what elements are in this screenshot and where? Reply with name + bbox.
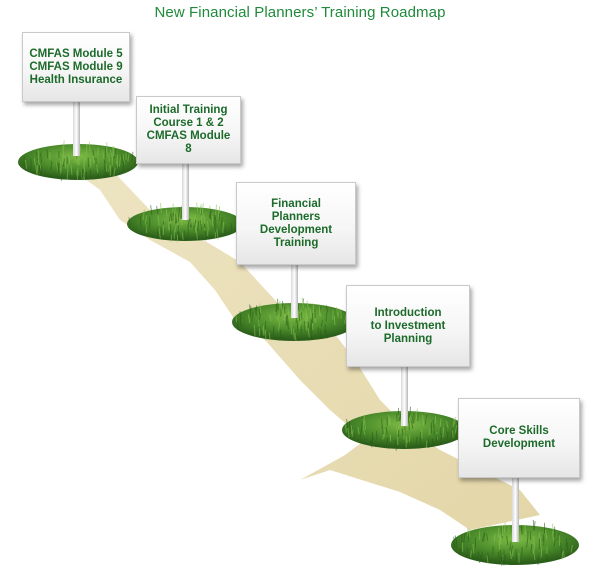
roadmap-title: New Financial Planners’ Training Roadmap xyxy=(154,4,446,21)
sign-1-label: CMFAS Module 5 CMFAS Module 9 Health Ins… xyxy=(29,47,123,86)
sign-5: Core Skills Development xyxy=(458,398,580,478)
sign-4: Introduction to Investment Planning xyxy=(346,285,470,367)
sign-3: Financial Planners Development Training xyxy=(236,182,356,265)
sign-1: CMFAS Module 5 CMFAS Module 9 Health Ins… xyxy=(22,32,130,102)
sign-2: Initial Training Course 1 & 2 CMFAS Modu… xyxy=(136,96,241,164)
post-4 xyxy=(401,364,408,426)
sign-2-label: Initial Training Course 1 & 2 CMFAS Modu… xyxy=(146,104,231,155)
post-5 xyxy=(512,476,519,542)
post-3 xyxy=(291,262,298,318)
post-2 xyxy=(182,160,189,220)
sign-3-label: Financial Planners Development Training xyxy=(259,197,333,249)
sign-4-label: Introduction to Investment Planning xyxy=(370,306,446,345)
sign-5-label: Core Skills Development xyxy=(482,425,556,450)
grass-patch-2 xyxy=(127,207,243,241)
post-1 xyxy=(73,100,80,156)
